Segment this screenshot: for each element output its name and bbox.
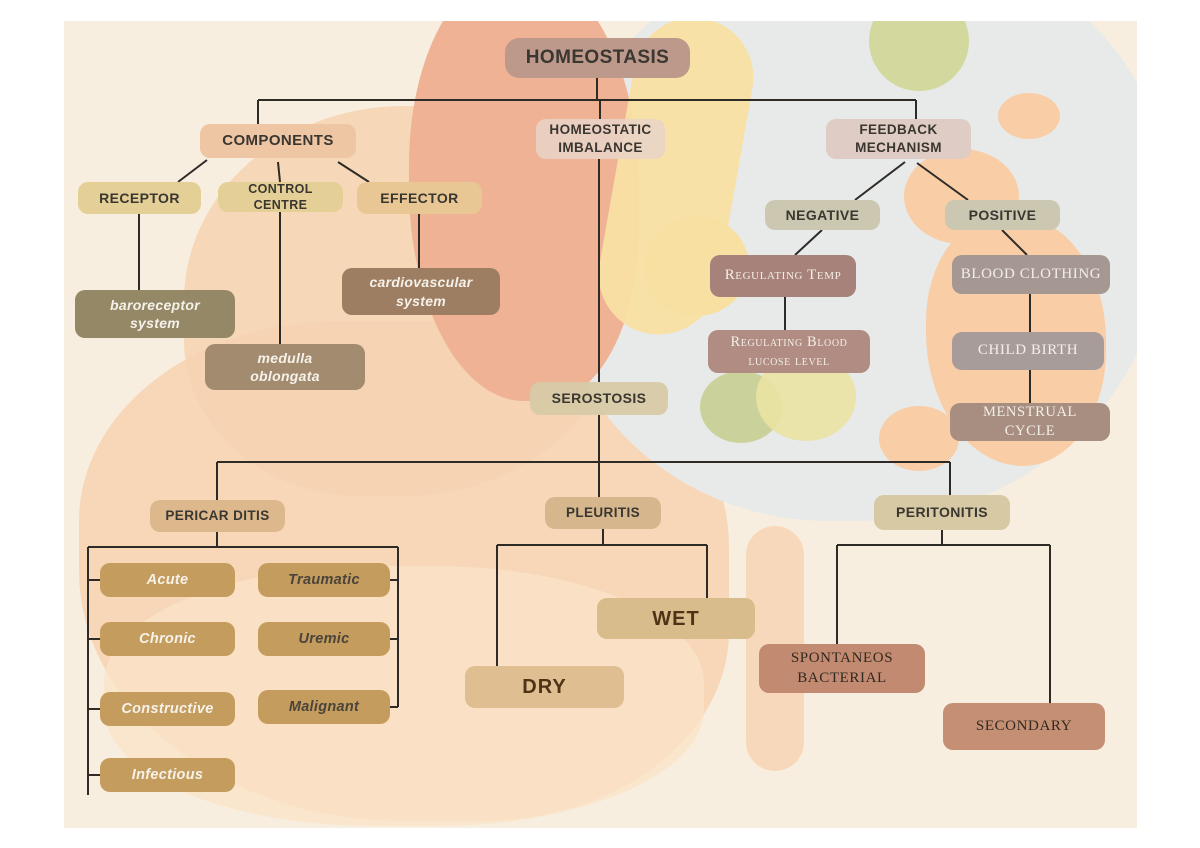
node-receptor: RECEPTOR (78, 182, 201, 214)
node-medulla-oblongata: medulla oblongata (205, 344, 365, 390)
node-feedback-mechanism-line1: FEEDBACK (859, 122, 938, 138)
node-positive-label: POSITIVE (968, 206, 1037, 223)
node-control-centre: CONTROL CENTRE (218, 182, 343, 212)
node-effector-label: EFFECTOR (380, 189, 459, 206)
connector-pleuritis-bracket (496, 529, 708, 666)
node-baroreceptor-system: baroreceptor system (75, 290, 235, 338)
node-secondary: SECONDARY (943, 703, 1105, 750)
background-blob-orange-small-top (998, 93, 1060, 139)
background-blob-orange-low (879, 406, 959, 471)
node-wet-label: WET (652, 607, 700, 630)
node-blood-clothing-label: BLOOD CLOTHING (960, 265, 1102, 282)
diagram-canvas: HOMEOSTASIS COMPONENTS HOMEOSTATIC IMBAL… (64, 21, 1137, 828)
node-homeostasis-label: HOMEOSTASIS (525, 46, 670, 68)
node-components: COMPONENTS (200, 124, 356, 158)
node-infectious: Infectious (100, 758, 235, 792)
connector-lines (87, 78, 1051, 795)
node-child-birth: CHILD BIRTH (952, 332, 1104, 370)
node-menstrual-cycle: MENSTRUAL CYCLE (950, 403, 1110, 441)
node-negative: NEGATIVE (765, 200, 880, 230)
node-acute-label: Acute (146, 571, 189, 588)
node-effector: EFFECTOR (357, 182, 482, 214)
node-negative-label: NEGATIVE (785, 206, 860, 223)
node-constructive-label: Constructive (121, 700, 214, 717)
node-feedback-mechanism: FEEDBACK MECHANISM (826, 119, 971, 159)
node-spontaneos-bacterial: SPONTANEOS BACTERIAL (759, 644, 925, 693)
node-serostosis: SEROSTOSIS (530, 382, 668, 415)
node-pericarditis: PERICAR DITIS (150, 500, 285, 532)
node-spontaneos-line2: BACTERIAL (797, 669, 887, 686)
node-regulating-blood-glucose: Regulating Blood lucose level (708, 330, 870, 373)
node-baroreceptor-line2: system (129, 315, 181, 331)
node-peritonitis: PERITONITIS (874, 495, 1010, 530)
node-regulating-blood-line2: lucose level (748, 352, 830, 369)
node-receptor-label: RECEPTOR (99, 189, 180, 206)
node-control-centre-label: CONTROL CENTRE (248, 181, 313, 212)
connector-feedback-tree (784, 161, 1031, 403)
connector-serostosis-tree (216, 415, 951, 500)
node-components-label: COMPONENTS (222, 132, 334, 150)
node-spontaneos-line1: SPONTANEOS (790, 650, 894, 666)
node-pleuritis-label: PLEURITIS (565, 505, 641, 521)
node-constructive: Constructive (100, 692, 235, 726)
node-positive: POSITIVE (945, 200, 1060, 230)
node-malignant-label: Malignant (288, 698, 360, 715)
connector-peritonitis-bracket (836, 530, 1051, 703)
node-feedback-mechanism-line2: MECHANISM (855, 140, 942, 155)
node-homeostatic-imbalance-line2: IMBALANCE (558, 140, 643, 155)
node-acute: Acute (100, 563, 235, 597)
node-infectious-label: Infectious (131, 766, 204, 783)
node-uremic: Uremic (258, 622, 390, 656)
node-homeostasis: HOMEOSTASIS (505, 38, 690, 78)
node-regulating-blood-line1: Regulating Blood (730, 333, 848, 350)
node-homeostatic-imbalance: HOMEOSTATIC IMBALANCE (536, 119, 665, 159)
node-menstrual-cycle-label: MENSTRUAL CYCLE (982, 404, 1077, 439)
connector-pericarditis-bracket (87, 532, 399, 795)
connector-components-tree (138, 159, 420, 344)
node-homeostatic-imbalance-line1: HOMEOSTATIC (549, 122, 652, 138)
node-cardiovascular-line2: system (395, 292, 447, 309)
node-medulla-line2: oblongata (250, 368, 320, 384)
node-child-birth-label: CHILD BIRTH (977, 342, 1079, 359)
node-wet: WET (597, 598, 755, 639)
node-traumatic: Traumatic (258, 563, 390, 597)
node-chronic: Chronic (100, 622, 235, 656)
node-regulating-temp: Regulating Temp (710, 255, 856, 297)
node-medulla-line1: medulla (257, 349, 313, 366)
connector-top-tree (257, 78, 917, 124)
node-blood-clothing: BLOOD CLOTHING (952, 255, 1110, 294)
node-dry: DRY (465, 666, 624, 708)
node-malignant: Malignant (258, 690, 390, 724)
node-peritonitis-label: PERITONITIS (895, 504, 989, 521)
node-cardiovascular-line1: cardiovascular (369, 274, 473, 291)
node-regulating-temp-label: Regulating Temp (724, 267, 842, 284)
node-chronic-label: Chronic (139, 630, 196, 647)
node-dry-label: DRY (522, 676, 567, 698)
node-cardiovascular-system: cardiovascular system (342, 268, 500, 315)
node-baroreceptor-line1: baroreceptor (110, 296, 200, 313)
node-pleuritis: PLEURITIS (545, 497, 661, 529)
node-secondary-label: SECONDARY (975, 717, 1073, 734)
node-traumatic-label: Traumatic (288, 571, 360, 588)
node-pericarditis-label: PERICAR DITIS (165, 508, 270, 524)
node-serostosis-label: SEROSTOSIS (551, 390, 647, 407)
node-uremic-label: Uremic (298, 630, 350, 647)
